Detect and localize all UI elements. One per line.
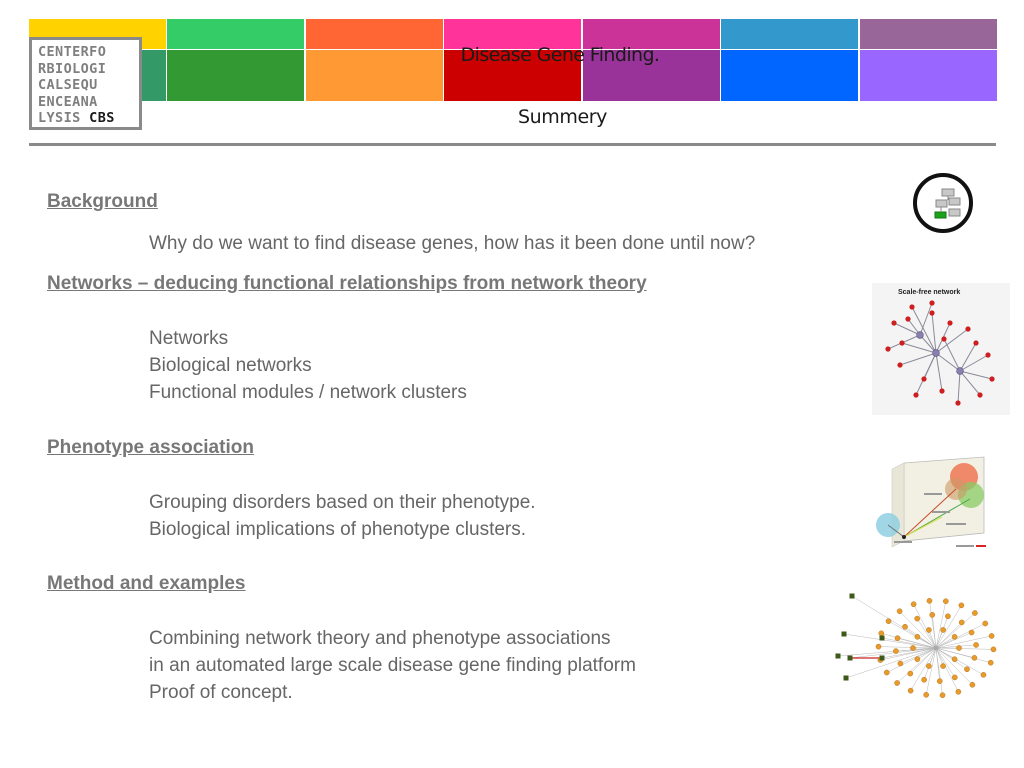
logo-line: RBIOLOGI: [38, 60, 107, 77]
hierarchy-navigation-icon[interactable]: [912, 172, 976, 236]
header-color-block: [444, 19, 581, 49]
header-divider: [29, 143, 996, 146]
method-item: in an automated large scale disease gene…: [149, 655, 636, 676]
header-color-block: [167, 19, 304, 49]
header-color-block: [167, 50, 304, 101]
header-color-block: [721, 50, 858, 101]
logo-line: ENCEANA: [38, 93, 98, 110]
header-color-block: [444, 50, 581, 101]
section-heading-networks: Networks – deducing functional relations…: [47, 273, 647, 294]
logo-line: CALSEQU: [38, 77, 98, 93]
header-color-block: [721, 19, 858, 49]
cbs-logo: CENTERFO RBIOLOGI CALSEQU ENCEANA LYSIS …: [29, 37, 142, 130]
method-item: Combining network theory and phenotype a…: [149, 628, 611, 649]
header-color-block: [860, 19, 997, 49]
method-item: Proof of concept.: [149, 682, 293, 703]
scale-free-network-figure: Scale-free network: [872, 283, 1010, 415]
slide-subtitle: Summery: [517, 106, 608, 128]
section-heading-method: Method and examples: [47, 573, 246, 594]
background-item: Why do we want to find disease genes, ho…: [149, 233, 756, 254]
logo-abbr: CBS: [89, 110, 115, 126]
phenotype-item: Biological implications of phenotype clu…: [149, 519, 527, 540]
header-color-block: [860, 50, 997, 101]
slide-header: CENTERFO RBIOLOGI CALSEQU ENCEANA LYSIS …: [0, 0, 1024, 150]
networks-item: Networks: [149, 328, 229, 349]
header-color-block: [583, 50, 720, 101]
networks-item: Biological networks: [149, 355, 312, 376]
networks-item: Functional modules / network clusters: [149, 382, 467, 403]
header-color-block: [306, 19, 443, 49]
phenotype-item: Grouping disorders based on their phenot…: [149, 492, 536, 513]
section-heading-background: Background: [47, 191, 158, 212]
section-heading-phenotype: Phenotype association: [47, 437, 254, 458]
phenotype-space-figure: [872, 455, 990, 555]
logo-line: LYSIS CBS: [38, 110, 115, 126]
slide-title: Disease Gene Finding.: [460, 44, 660, 66]
gene-network-figure: [828, 586, 1000, 704]
logo-line: CENTERFO: [38, 44, 107, 60]
header-color-block: [583, 19, 720, 49]
scale-free-caption: Scale-free network: [898, 289, 960, 296]
header-color-block: [306, 50, 443, 101]
